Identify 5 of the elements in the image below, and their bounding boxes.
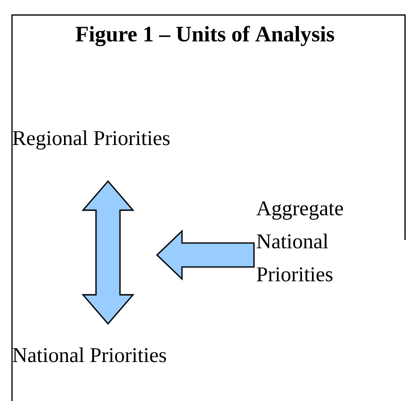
block-arrow <box>156 229 255 281</box>
figure-title: Figure 1 – Units of Analysis <box>76 26 334 46</box>
text-label: Regional Priorities <box>12 130 170 150</box>
text-label: Aggregate National Priorities <box>256 201 343 282</box>
text-label: National Priorities <box>12 347 166 362</box>
